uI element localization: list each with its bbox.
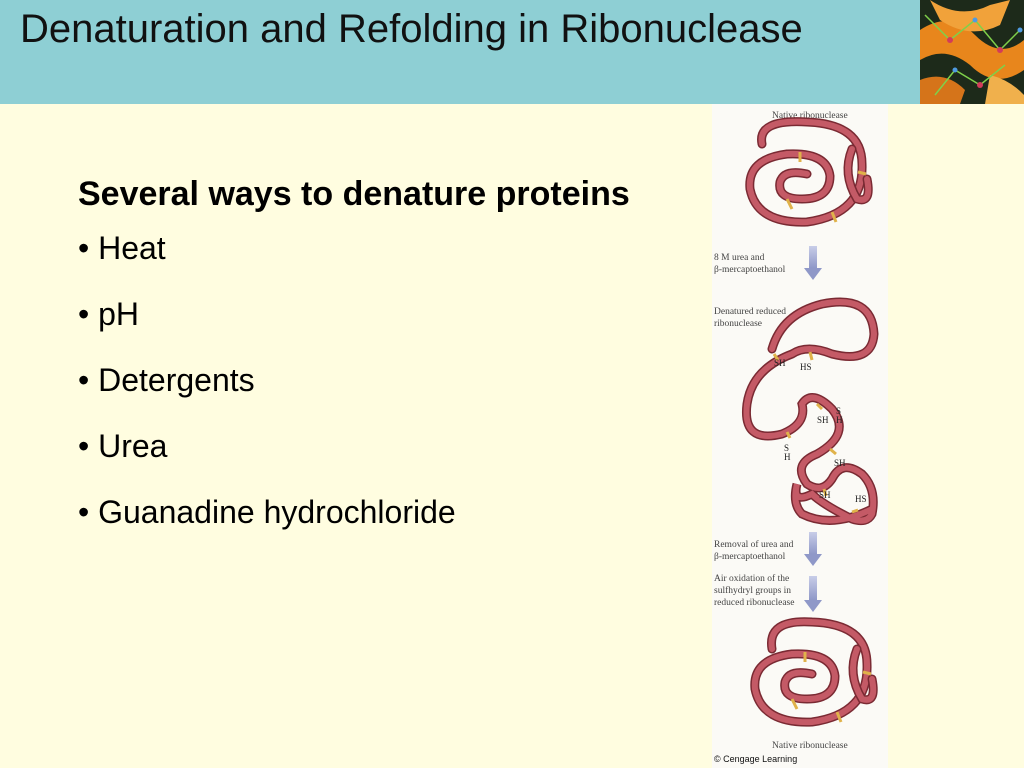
- arrow-icon: [809, 532, 817, 554]
- native-protein-bottom: [750, 617, 878, 727]
- svg-text:HS: HS: [800, 362, 812, 372]
- slide-subtitle: Several ways to denature proteins: [78, 175, 630, 213]
- bullet-list: • Heat • pH • Detergents • Urea • Guanad…: [78, 230, 678, 530]
- svg-text:S: S: [784, 443, 789, 453]
- bullet-item: • Guanadine hydrochloride: [78, 494, 456, 530]
- slide-title: Denaturation and Refolding in Ribonuclea…: [20, 7, 803, 51]
- arrow-icon: [809, 576, 817, 600]
- svg-text:S: S: [836, 406, 841, 416]
- bullet-item: • pH: [78, 296, 139, 332]
- step3-line2: sulfhydryl groups in: [714, 585, 791, 596]
- step3-line3: reduced ribonuclease: [714, 598, 794, 608]
- denatured-protein: [741, 297, 879, 526]
- arrow-head-icon: [804, 268, 822, 280]
- title-bar: Denaturation and Refolding in Ribonuclea…: [0, 0, 920, 104]
- native-protein-top: [745, 117, 873, 227]
- denatured-caption-line2: ribonuclease: [714, 319, 762, 329]
- corner-protein-image: [920, 0, 1024, 104]
- step3-line1: Air oxidation of the: [714, 573, 789, 584]
- sulfhydryl-groups: [772, 351, 859, 514]
- arrow-head-icon: [804, 600, 822, 612]
- denatured-caption-line1: Denatured reduced: [714, 307, 786, 317]
- svg-text:SH: SH: [774, 358, 786, 368]
- svg-text:SH: SH: [834, 458, 846, 468]
- svg-text:H: H: [836, 415, 843, 425]
- step2-line2: β-mercaptoethanol: [714, 552, 786, 562]
- svg-text:SH: SH: [817, 415, 829, 425]
- caption-native-bottom: Native ribonuclease: [772, 741, 848, 751]
- arrow-icon: [809, 246, 817, 268]
- bullet-item: • Detergents: [78, 362, 255, 398]
- ribonuclease-figure: Native ribonuclease 8 M urea and β-merca…: [712, 104, 888, 768]
- bullet-item: • Heat: [78, 230, 166, 266]
- step1-line1: 8 M urea and: [714, 253, 765, 263]
- step1-line2: β-mercaptoethanol: [714, 265, 786, 275]
- svg-text:SH: SH: [819, 490, 831, 500]
- step2-line1: Removal of urea and: [714, 539, 794, 550]
- disulfide-bonds-bottom: [790, 652, 872, 723]
- copyright-credit: © Cengage Learning: [714, 754, 797, 764]
- disulfide-bonds-top: [785, 152, 867, 223]
- svg-text:H: H: [784, 452, 791, 462]
- sh-labels: SH HS S H SH S H SH SH HS: [774, 358, 867, 504]
- caption-native-top: Native ribonuclease: [772, 111, 848, 121]
- bullet-item: • Urea: [78, 428, 168, 464]
- content-area: Several ways to denature proteins • Heat…: [78, 170, 678, 560]
- svg-text:HS: HS: [855, 494, 867, 504]
- arrow-head-icon: [804, 554, 822, 566]
